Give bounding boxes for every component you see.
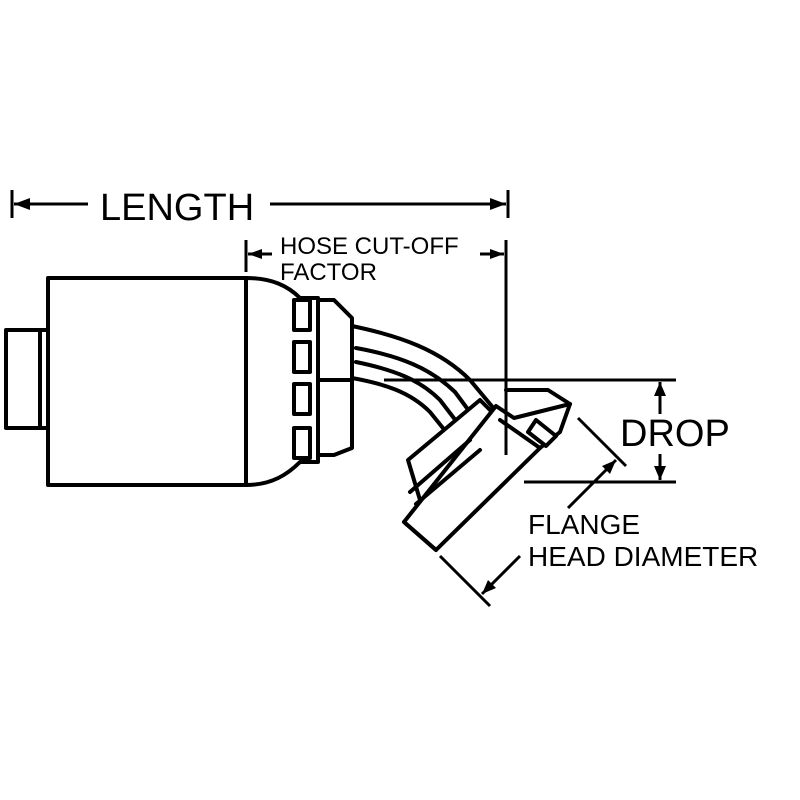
flange-arrow-bottom bbox=[482, 580, 496, 594]
ferrule-body bbox=[46, 276, 248, 487]
drop-arrow-top bbox=[654, 382, 666, 396]
crimp-notches bbox=[292, 298, 312, 460]
flange-arrow-top bbox=[602, 460, 616, 474]
length-label: LENGTH bbox=[100, 187, 254, 229]
flange-diameter-dimension: FLANGE HEAD DIAMETER bbox=[438, 416, 758, 608]
collar bbox=[316, 298, 354, 457]
drop-dimension: DROP bbox=[384, 378, 730, 484]
flange-label-line1: FLANGE bbox=[528, 509, 640, 540]
cutoff-arrow-left bbox=[248, 249, 262, 259]
drop-arrow-bottom bbox=[654, 466, 666, 480]
length-dimension: LENGTH bbox=[10, 187, 510, 229]
length-arrow-left bbox=[14, 198, 30, 210]
flange-label-line2: HEAD DIAMETER bbox=[528, 541, 758, 572]
hose-cutoff-label-line1: HOSE CUT-OFF bbox=[280, 233, 459, 260]
hose-fitting-drawing bbox=[4, 276, 572, 552]
hose-cutoff-dimension: HOSE CUT-OFF FACTOR bbox=[244, 233, 508, 455]
length-arrow-right bbox=[490, 198, 506, 210]
hose-cutoff-label-line2: FACTOR bbox=[280, 259, 377, 286]
drop-label: DROP bbox=[620, 413, 730, 455]
cutoff-arrow-right bbox=[490, 249, 504, 259]
